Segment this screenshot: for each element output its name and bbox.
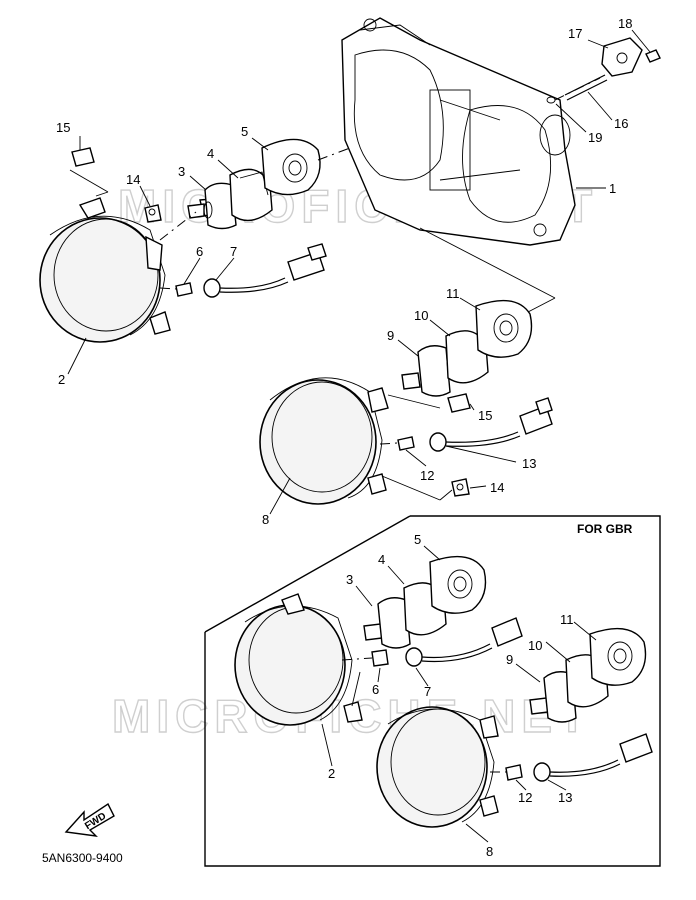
gbr-callout-11: 11 xyxy=(560,612,574,627)
gbr-box-label: FOR GBR xyxy=(577,522,633,536)
headlight-housing xyxy=(341,17,576,246)
callout-11: 11 xyxy=(446,286,460,301)
gbr-callout-5: 5 xyxy=(414,532,421,547)
callout-6: 6 xyxy=(196,244,203,259)
gbr-cover-5 xyxy=(429,555,487,614)
gbr-callout-9: 9 xyxy=(506,652,513,667)
gbr-callout-6: 6 xyxy=(372,682,379,697)
gbr-box-outline xyxy=(204,515,661,867)
socket-4 xyxy=(229,168,273,222)
callout-1: 1 xyxy=(609,181,616,196)
callout-15: 15 xyxy=(478,408,492,423)
callout-5: 5 xyxy=(241,124,248,139)
gbr-bulb-6 xyxy=(371,649,389,667)
gbr-callout-4: 4 xyxy=(378,552,385,567)
screw-14 xyxy=(144,204,162,223)
cover-5 xyxy=(261,138,321,196)
callout-17: 17 xyxy=(568,26,582,41)
screw-14-middle xyxy=(451,478,470,497)
gbr-callout-7: 7 xyxy=(424,684,431,699)
diagram-code: 5AN6300-9400 xyxy=(42,851,123,865)
callout-12: 12 xyxy=(420,468,434,483)
gbr-harness-7 xyxy=(405,617,523,667)
callout-19: 19 xyxy=(588,130,602,145)
callout-14-top: 14 xyxy=(126,172,140,187)
bulb-3 xyxy=(187,182,237,230)
gbr-callout-3: 3 xyxy=(346,572,353,587)
gbr-callout-8: 8 xyxy=(486,844,493,859)
callout-16: 16 xyxy=(614,116,628,131)
callout-15-top: 15 xyxy=(56,120,70,135)
gbr-cover-11 xyxy=(589,627,647,686)
bulb-6 xyxy=(175,282,193,297)
gbr-harness-13 xyxy=(533,733,653,782)
gbr-headlight-2 xyxy=(234,593,363,726)
gbr-callout-2: 2 xyxy=(328,766,335,781)
callout-13: 13 xyxy=(522,456,536,471)
callout-3: 3 xyxy=(178,164,185,179)
headlight-unit-right xyxy=(259,377,389,505)
gbr-callout-13: 13 xyxy=(558,790,572,805)
clip-15-middle xyxy=(447,393,471,413)
gbr-headlight-8 xyxy=(376,706,499,828)
callout-2: 2 xyxy=(58,372,65,387)
callout-18: 18 xyxy=(618,16,632,31)
clip-15 xyxy=(71,147,95,167)
adjuster-assembly xyxy=(546,37,661,104)
callout-10: 10 xyxy=(414,308,428,323)
bulb-9 xyxy=(401,345,451,397)
callout-4: 4 xyxy=(207,146,214,161)
callout-numbers: 1 2 3 4 5 6 7 8 9 10 11 12 13 14 15 16 1… xyxy=(56,16,632,859)
gbr-bulb-12 xyxy=(505,764,523,781)
gbr-callout-12: 12 xyxy=(518,790,532,805)
leader-lines xyxy=(67,29,651,843)
cover-11 xyxy=(475,299,533,358)
callout-14: 14 xyxy=(490,480,504,495)
gbr-bulb-3 xyxy=(363,597,411,649)
harness-13 xyxy=(429,397,553,452)
headlight-unit-left xyxy=(39,197,171,343)
callout-8: 8 xyxy=(262,512,269,527)
gbr-callout-10: 10 xyxy=(528,638,542,653)
callout-7: 7 xyxy=(230,244,237,259)
fwd-arrow-icon: FWD xyxy=(64,802,115,837)
harness-7 xyxy=(203,243,327,298)
callout-9: 9 xyxy=(387,328,394,343)
bulb-12 xyxy=(397,436,415,451)
